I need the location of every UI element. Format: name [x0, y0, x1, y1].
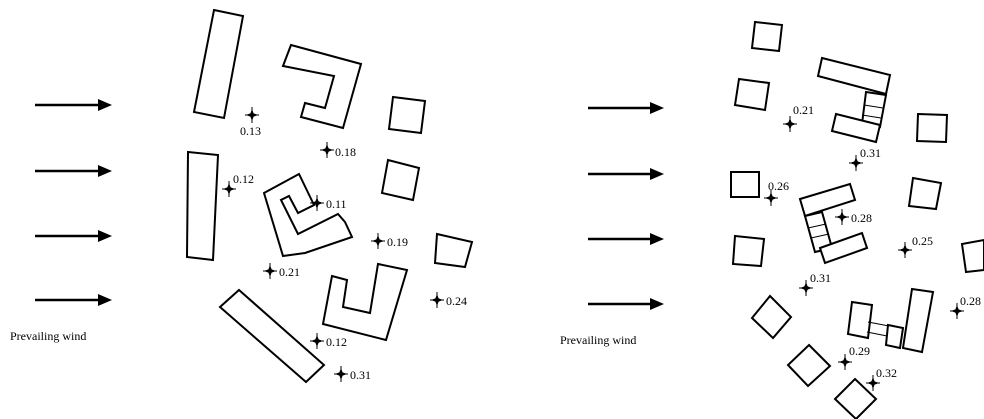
- building-complex: [846, 287, 935, 354]
- measure-point: 0.28: [949, 294, 981, 320]
- building-u: [321, 262, 409, 342]
- building: [731, 234, 766, 268]
- velocity-label: 0.31: [860, 146, 881, 160]
- measure-point: 0.31: [848, 146, 881, 172]
- velocity-label: 0.19: [387, 235, 408, 249]
- wind-arrow: [35, 165, 112, 177]
- building: [750, 294, 793, 340]
- velocity-label: 0.13: [240, 124, 261, 138]
- building: [433, 232, 474, 269]
- velocity-label: 0.12: [233, 172, 254, 186]
- measure-point: 0.12: [221, 172, 254, 198]
- panel-left: Prevailing wind 0.13 0.18 0.12 0.11: [10, 8, 474, 384]
- wind-arrow: [588, 233, 664, 245]
- velocity-label: 0.21: [279, 265, 300, 279]
- velocity-label: 0.12: [326, 335, 347, 349]
- measure-point: 0.13: [240, 106, 261, 138]
- wind-label: Prevailing wind: [560, 333, 636, 347]
- building: [750, 20, 784, 53]
- building-complex: [816, 56, 892, 144]
- measure-point: 0.19: [370, 232, 408, 250]
- building: [907, 176, 943, 211]
- panel-right: Prevailing wind: [560, 20, 984, 419]
- velocity-label: 0.32: [876, 366, 897, 380]
- wind-arrow: [588, 102, 664, 114]
- building: [218, 288, 326, 384]
- measure-point: 0.26: [763, 179, 789, 207]
- velocity-label: 0.24: [446, 294, 467, 308]
- measure-point: 0.21: [262, 262, 300, 280]
- building: [915, 112, 949, 144]
- building-u: [281, 43, 363, 130]
- building: [380, 158, 421, 202]
- building: [192, 8, 245, 120]
- measure-point: 0.12: [309, 332, 347, 350]
- building: [730, 171, 760, 198]
- measure-point: 0.31: [798, 271, 831, 297]
- wind-arrow: [35, 230, 112, 242]
- building: [733, 77, 771, 112]
- velocity-label: 0.25: [912, 234, 933, 248]
- building: [786, 343, 832, 388]
- measure-point: 0.25: [897, 234, 933, 259]
- wind-arrow: [35, 294, 112, 306]
- building: [387, 95, 427, 135]
- wind-label: Prevailing wind: [10, 329, 86, 343]
- measure-point: 0.11: [309, 194, 347, 212]
- velocity-label: 0.26: [768, 179, 789, 193]
- velocity-label: 0.29: [849, 344, 870, 358]
- measure-point: 0.28: [834, 208, 872, 226]
- velocity-label: 0.28: [960, 294, 981, 308]
- velocity-label: 0.31: [350, 368, 371, 382]
- measure-point: 0.29: [837, 344, 870, 371]
- building: [833, 377, 878, 419]
- building-complex: [798, 182, 869, 265]
- measure-point: 0.21: [782, 103, 814, 133]
- measure-point: 0.24: [429, 291, 467, 309]
- measure-point: 0.32: [865, 366, 897, 392]
- wind-arrow: [35, 99, 112, 111]
- building: [185, 150, 220, 262]
- building: [960, 238, 984, 274]
- building-u: [262, 172, 354, 258]
- velocity-label: 0.18: [335, 145, 356, 159]
- wind-arrow: [588, 168, 664, 180]
- wind-arrow: [588, 298, 664, 310]
- velocity-label: 0.21: [793, 103, 814, 117]
- velocity-label: 0.31: [810, 271, 831, 285]
- measure-point: 0.31: [333, 365, 371, 383]
- velocity-label: 0.11: [326, 197, 347, 211]
- measure-point: 0.18: [319, 141, 356, 159]
- velocity-label: 0.28: [851, 211, 872, 225]
